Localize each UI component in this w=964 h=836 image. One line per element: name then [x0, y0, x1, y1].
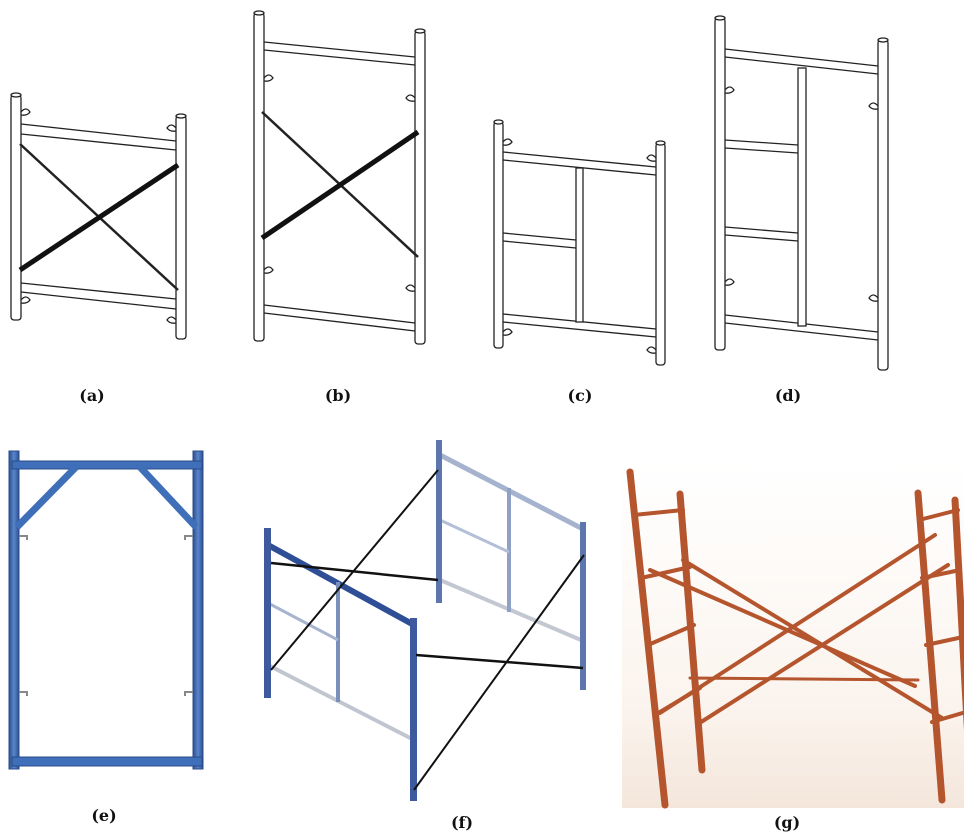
panel-c-frame	[493, 119, 666, 366]
caption-c: (c)	[567, 386, 593, 405]
caption-d: (d)	[774, 386, 802, 405]
panel-f-assembly	[264, 440, 586, 801]
caption-b: (b)	[324, 386, 352, 405]
panel-g-assembly	[622, 462, 964, 809]
panel-b-frame	[253, 10, 426, 345]
caption-g: (g)	[773, 813, 801, 832]
caption-e: (e)	[91, 806, 117, 825]
panel-a-frame	[10, 92, 187, 340]
caption-a: (a)	[79, 386, 105, 405]
panel-d-frame	[714, 15, 889, 371]
caption-f: (f)	[450, 813, 474, 832]
panel-e-frame	[8, 450, 204, 770]
